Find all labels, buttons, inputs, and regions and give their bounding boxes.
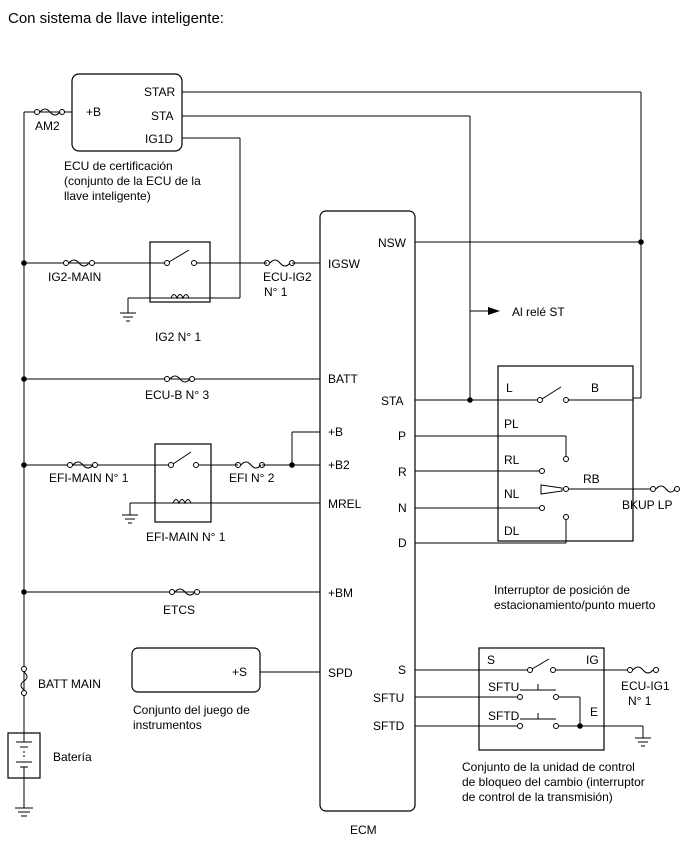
shift-lock-sftd-button: [479, 713, 580, 729]
junction-dot: [638, 239, 644, 245]
ecm-pin-b: +B: [328, 425, 343, 439]
junction-dot: [467, 397, 473, 403]
ecm-pin-p: P: [398, 429, 406, 443]
fuse-efi2-symbol: [235, 461, 265, 469]
ecm-pin-s: S: [398, 663, 406, 677]
fuse-efi-main1-label: EFI-MAIN N° 1: [49, 471, 129, 485]
cert-ecu-pin-ig1d: IG1D: [145, 132, 173, 146]
fuse-ecu-ig1-symbol: [627, 666, 659, 674]
fuse-ecu-ig2-label-1: ECU-IG2: [263, 270, 312, 284]
junction-dot: [21, 260, 27, 266]
ecm-pin-sta: STA: [381, 394, 403, 408]
ecm-pin-b2: +B2: [328, 458, 350, 472]
shift-lock-s-ig-contact: [479, 658, 627, 673]
shift-lock-name-line1: Conjunto de la unidad de control: [462, 760, 635, 774]
pnp-name-line1: Interruptor de posición de: [494, 583, 630, 597]
fuse-ig2-main-symbol: [63, 259, 95, 267]
efi-main-relay-coil: [130, 499, 320, 505]
ecm-pin-r: R: [398, 465, 407, 479]
shift-lock-pin-e: E: [590, 705, 598, 719]
fuse-ecu-b3-symbol: [164, 375, 195, 383]
ecm-pin-mrel: MREL: [328, 497, 362, 511]
ecm-pin-batt: BATT: [328, 372, 358, 386]
ecm-pin-d: D: [398, 536, 407, 550]
relay-ig2-label: IG2 N° 1: [155, 330, 201, 344]
fuse-batt-main-symbol: [20, 666, 28, 696]
ecm-pin-nsw: NSW: [378, 236, 407, 250]
ecm-pin-igsw: IGSW: [328, 257, 361, 271]
ecm-pin-n: N: [398, 501, 407, 515]
meter-name-line1: Conjunto del juego de: [133, 703, 250, 717]
fuse-bkup-lp-label: BKUP LP: [622, 498, 672, 512]
ecm-box: [319, 210, 416, 812]
battery-symbol: [16, 733, 32, 778]
meter-name-line2: instrumentos: [133, 718, 202, 732]
shift-lock-pin-ig: IG: [586, 653, 599, 667]
fuse-am2-label: AM2: [35, 119, 60, 133]
page-title: Con sistema de llave inteligente:: [8, 10, 224, 27]
fuse-efi-main1-symbol: [67, 461, 98, 469]
ground-icon: [15, 807, 33, 817]
pnp-pin-l: L: [506, 381, 513, 395]
ecm-pin-sftd: SFTD: [373, 719, 405, 733]
ecm-pin-sftu: SFTU: [373, 691, 404, 705]
fuse-ecu-ig2-symbol: [264, 259, 295, 267]
meter-pin-s: +S: [232, 665, 247, 679]
fuse-batt-main-label: BATT MAIN: [38, 677, 101, 691]
ig2-relay-coil: [128, 294, 210, 300]
junction-dot: [21, 589, 27, 595]
junction-dot: [21, 376, 27, 382]
fuse-ecu-ig2-label-2: N° 1: [264, 285, 288, 299]
efi-main-relay-box: [154, 443, 212, 523]
shift-lock-name-line3: de control de la transmisión): [462, 790, 613, 804]
shift-lock-name-line2: de bloqueo del cambio (interruptor: [462, 775, 645, 789]
shift-lock-sftu-button: [479, 684, 580, 700]
pnp-name-line2: estacionamiento/punto muerto: [494, 598, 656, 612]
ecm-pin-bm: +BM: [328, 586, 353, 600]
fuse-bkup-lp-symbol: [650, 485, 680, 493]
ig2-relay-box: [149, 241, 211, 303]
cert-ecu-name-line3: llave inteligente): [64, 189, 151, 203]
st-relay-label: Al relé ST: [512, 305, 565, 319]
fuse-ig2-main-label: IG2-MAIN: [48, 270, 101, 284]
pnp-selector: [498, 435, 651, 544]
cert-ecu-pin-star: STAR: [144, 85, 175, 99]
pnp-pin-rb: RB: [583, 472, 600, 486]
fuse-ecu-ig1-label-2: N° 1: [628, 694, 652, 708]
fuse-etcs-symbol: [169, 588, 200, 596]
shift-lock-pin-s: S: [487, 653, 495, 667]
fuse-efi2-label: EFI N° 2: [229, 471, 275, 485]
pnp-pin-b: B: [591, 381, 599, 395]
meter-box: [131, 647, 261, 693]
fuse-am2-symbol: [34, 108, 65, 116]
cert-ecu-name-line1: ECU de certificación: [64, 159, 173, 173]
ground-icon: [122, 514, 138, 524]
cert-ecu-name-line2: (conjunto de la ECU de la: [64, 174, 201, 188]
fuse-ecu-b3-label: ECU-B N° 3: [145, 388, 209, 402]
pnp-pin-pl: PL: [504, 417, 519, 431]
battery-label: Batería: [53, 750, 92, 764]
shift-lock-pin-sftd: SFTD: [488, 709, 520, 723]
ig2-relay-contact: [164, 249, 197, 266]
pnp-l-b-contact: [498, 386, 641, 403]
relay-efi-main-label: EFI-MAIN N° 1: [146, 530, 226, 544]
arrow-icon: [488, 307, 500, 315]
ecm-pin-spd: SPD: [328, 666, 353, 680]
pnp-pin-dl: DL: [504, 524, 520, 538]
shift-lock-box: [478, 647, 605, 751]
pnp-pin-nl: NL: [504, 487, 520, 501]
ground-icon: [635, 737, 651, 747]
junction-dot: [21, 462, 27, 468]
fuse-ecu-ig1-label-1: ECU-IG1: [621, 679, 670, 693]
fuse-etcs-label: ETCS: [163, 603, 195, 617]
ground-icon: [120, 312, 136, 322]
efi-main-relay-contact: [168, 451, 199, 468]
shift-lock-pin-sftu: SFTU: [488, 680, 519, 694]
ecm-label: ECM: [350, 823, 377, 837]
pnp-pin-rl: RL: [504, 453, 520, 467]
cert-ecu-pin-b: +B: [86, 105, 101, 119]
cert-ecu-pin-sta: STA: [151, 109, 173, 123]
